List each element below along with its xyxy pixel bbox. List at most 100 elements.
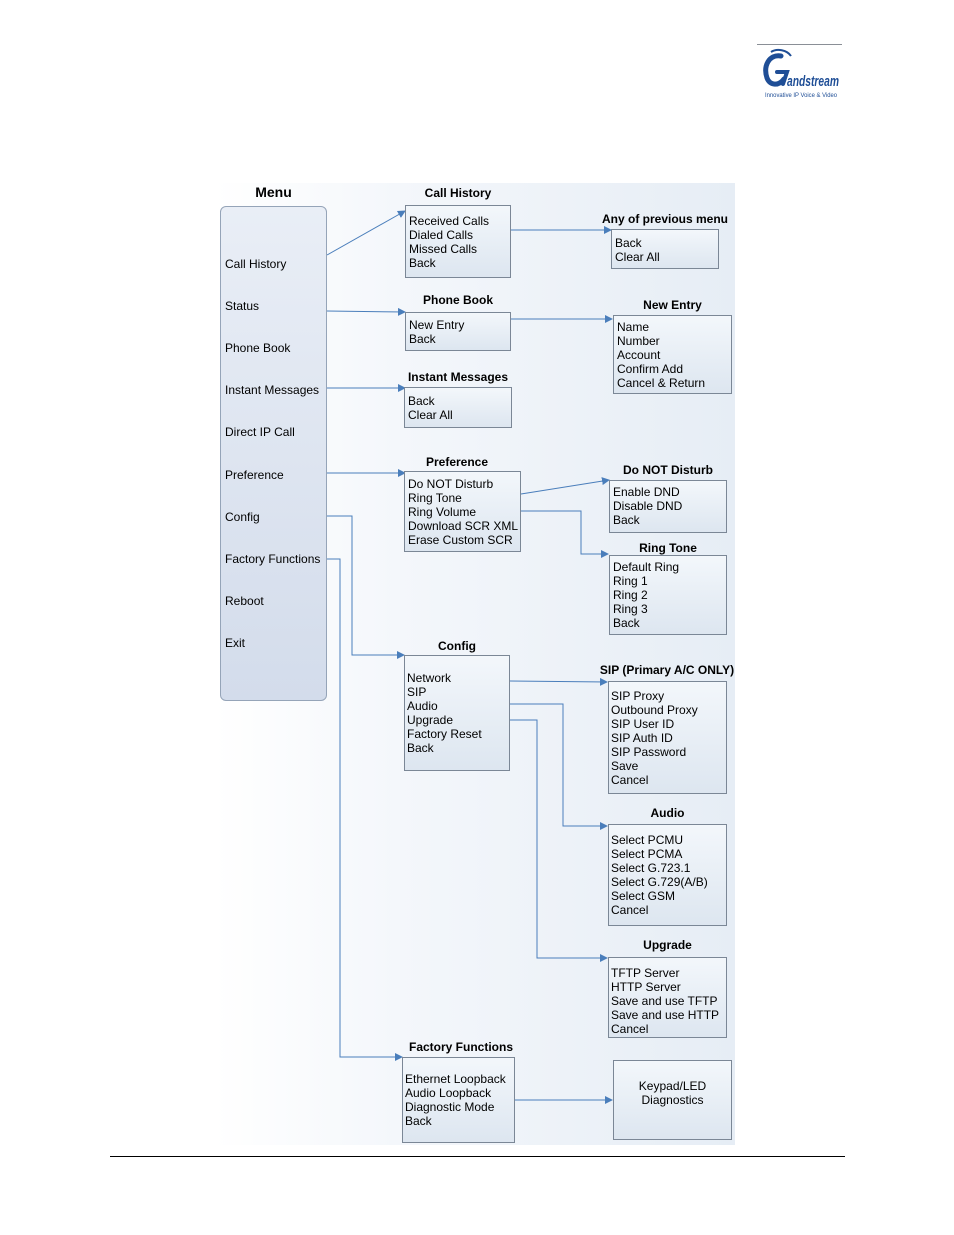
config-item[interactable]: SIP xyxy=(407,685,427,699)
new-entry-item[interactable]: Confirm Add xyxy=(617,362,684,376)
audio-box: Select PCMU Select PCMA Select G.723.1 S… xyxy=(608,824,727,926)
sip-item[interactable]: SIP Auth ID xyxy=(611,731,673,745)
grandstream-logo: andstream Innovative IP Voice & Video xyxy=(757,46,847,102)
audio-item[interactable]: Select PCMA xyxy=(611,847,683,861)
audio-title: Audio xyxy=(650,806,685,820)
sip-item[interactable]: Save xyxy=(611,759,639,773)
menu-item-status[interactable]: Status xyxy=(225,299,260,313)
sip-box: SIP Proxy Outbound Proxy SIP User ID SIP… xyxy=(608,681,727,794)
phone-book-item[interactable]: Back xyxy=(409,332,436,346)
svg-text:andstream: andstream xyxy=(787,73,839,90)
menu-item-instant-messages[interactable]: Instant Messages xyxy=(225,383,320,397)
ring-tone-item[interactable]: Back xyxy=(613,616,640,630)
call-history-item[interactable]: Received Calls xyxy=(409,214,490,228)
dnd-title: Do NOT Disturb xyxy=(623,463,713,477)
menu-item-exit[interactable]: Exit xyxy=(225,636,246,650)
preference-box: Do NOT Disturb Ring Tone Ring Volume Dow… xyxy=(404,471,521,552)
audio-item[interactable]: Select PCMU xyxy=(611,833,684,847)
phone-book-box: New Entry Back xyxy=(405,312,511,351)
menu-item-preference[interactable]: Preference xyxy=(225,468,284,482)
config-item[interactable]: Network xyxy=(407,671,452,685)
factory-functions-item[interactable]: Audio Loopback xyxy=(405,1086,492,1100)
ring-tone-title: Ring Tone xyxy=(639,541,697,555)
sip-item[interactable]: Cancel xyxy=(611,773,649,787)
phone-book-title: Phone Book xyxy=(422,293,493,307)
config-item[interactable]: Upgrade xyxy=(407,713,454,727)
sip-title: SIP (Primary A/C ONLY) xyxy=(599,663,735,677)
call-history-title: Call History xyxy=(424,186,492,200)
menu-item-direct-ip-call[interactable]: Direct IP Call xyxy=(225,425,295,439)
menu-item-config[interactable]: Config xyxy=(225,510,260,524)
any-previous-item[interactable]: Clear All xyxy=(615,250,660,264)
svg-text:Innovative IP Voice & Video: Innovative IP Voice & Video xyxy=(765,93,838,99)
instant-messages-box: Back Clear All xyxy=(404,387,512,428)
config-item[interactable]: Audio xyxy=(407,699,438,713)
any-previous-item[interactable]: Back xyxy=(615,236,642,250)
factory-functions-title: Factory Functions xyxy=(408,1040,513,1054)
new-entry-item[interactable]: Name xyxy=(617,320,650,334)
menu-item-reboot[interactable]: Reboot xyxy=(225,594,264,608)
config-box: Network SIP Audio Upgrade Factory Reset … xyxy=(404,655,510,771)
call-history-item[interactable]: Missed Calls xyxy=(409,242,478,256)
sip-item[interactable]: SIP Password xyxy=(611,745,687,759)
factory-functions-box: Ethernet Loopback Audio Loopback Diagnos… xyxy=(402,1057,515,1143)
config-item[interactable]: Back xyxy=(407,741,434,755)
dnd-item[interactable]: Disable DND xyxy=(613,499,683,513)
config-item[interactable]: Factory Reset xyxy=(407,727,482,741)
new-entry-item[interactable]: Number xyxy=(617,334,660,348)
new-entry-title: New Entry xyxy=(643,298,702,312)
preference-title: Preference xyxy=(425,455,489,469)
instant-messages-item[interactable]: Clear All xyxy=(408,408,453,422)
menu-item-call-history[interactable]: Call History xyxy=(225,257,287,271)
call-history-item[interactable]: Back xyxy=(409,256,436,270)
dnd-box: Enable DND Disable DND Back xyxy=(609,480,727,533)
upgrade-item[interactable]: Cancel xyxy=(611,1022,649,1036)
ring-tone-item[interactable]: Default Ring xyxy=(613,560,680,574)
audio-item[interactable]: Select G.723.1 xyxy=(611,861,691,875)
audio-item[interactable]: Select G.729(A/B) xyxy=(611,875,708,889)
any-previous-menu-box: Back Clear All xyxy=(611,229,719,269)
call-history-box: Received Calls Dialed Calls Missed Calls… xyxy=(405,205,511,278)
menu-item-factory-functions[interactable]: Factory Functions xyxy=(225,552,321,566)
sip-item[interactable]: SIP Proxy xyxy=(611,689,665,703)
preference-item[interactable]: Ring Volume xyxy=(408,505,477,519)
config-title: Config xyxy=(438,639,476,653)
upgrade-title: Upgrade xyxy=(643,938,692,952)
upgrade-item[interactable]: Save and use HTTP xyxy=(611,1008,720,1022)
ring-tone-item[interactable]: Ring 2 xyxy=(613,588,648,602)
new-entry-item[interactable]: Account xyxy=(617,348,661,362)
upgrade-item[interactable]: HTTP Server xyxy=(611,980,681,994)
phone-book-item[interactable]: New Entry xyxy=(409,318,465,332)
preference-item[interactable]: Erase Custom SCR xyxy=(408,533,513,547)
new-entry-item[interactable]: Cancel & Return xyxy=(617,376,706,390)
menu-title: Menu xyxy=(255,184,292,200)
factory-functions-item[interactable]: Ethernet Loopback xyxy=(405,1072,506,1086)
new-entry-box: Name Number Account Confirm Add Cancel &… xyxy=(613,315,732,394)
menu-item-phone-book[interactable]: Phone Book xyxy=(225,341,291,355)
sip-item[interactable]: SIP User ID xyxy=(611,717,675,731)
audio-item[interactable]: Cancel xyxy=(611,903,649,917)
factory-functions-item[interactable]: Back xyxy=(405,1114,432,1128)
preference-item[interactable]: Download SCR XML xyxy=(408,519,519,533)
call-history-item[interactable]: Dialed Calls xyxy=(409,228,474,242)
sip-item[interactable]: Outbound Proxy xyxy=(611,703,698,717)
any-previous-menu-title: Any of previous menu xyxy=(601,212,729,226)
audio-item[interactable]: Select GSM xyxy=(611,889,676,903)
ring-tone-item[interactable]: Ring 1 xyxy=(613,574,648,588)
preference-item[interactable]: Ring Tone xyxy=(408,491,462,505)
instant-messages-item[interactable]: Back xyxy=(408,394,435,408)
preference-item[interactable]: Do NOT Disturb xyxy=(408,477,494,491)
keypad-led-line: Keypad/LED xyxy=(638,1079,707,1093)
footer-rule xyxy=(110,1156,845,1157)
upgrade-item[interactable]: Save and use TFTP xyxy=(611,994,718,1008)
dnd-item[interactable]: Back xyxy=(613,513,640,527)
diagnostics-line: Diagnostics xyxy=(641,1093,704,1107)
upgrade-box: TFTP Server HTTP Server Save and use TFT… xyxy=(608,957,727,1038)
ring-tone-item[interactable]: Ring 3 xyxy=(613,602,648,616)
dnd-item[interactable]: Enable DND xyxy=(613,485,680,499)
upgrade-item[interactable]: TFTP Server xyxy=(611,966,680,980)
keypad-led-diagnostics-box[interactable]: Keypad/LED Diagnostics xyxy=(613,1060,732,1140)
factory-functions-item[interactable]: Diagnostic Mode xyxy=(405,1100,495,1114)
instant-messages-title: Instant Messages xyxy=(407,370,509,384)
